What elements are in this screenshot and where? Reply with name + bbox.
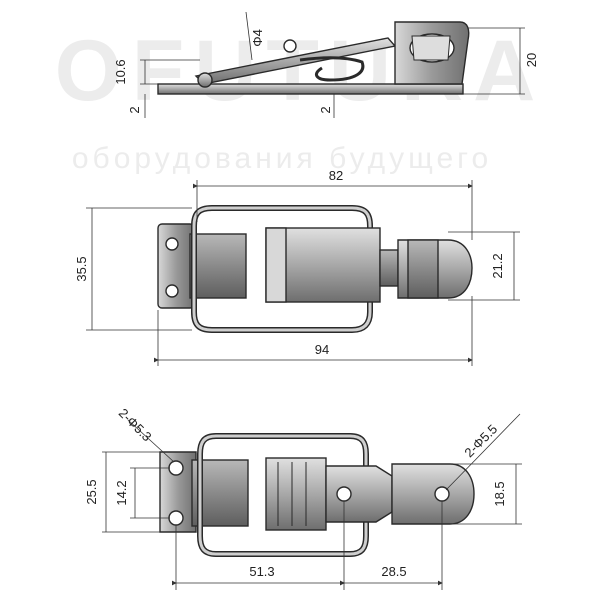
bottom-hole-upper <box>168 460 184 476</box>
dim-label-94: 94 <box>315 342 329 357</box>
bottom-lever-hole <box>336 486 352 502</box>
top-hinge-block <box>189 233 247 299</box>
side-lever-pivot <box>197 72 213 88</box>
bottom-lever-ribbed <box>265 457 327 531</box>
bottom-hole-lower <box>168 510 184 526</box>
watermark: OFUTURA оборудования будущего <box>55 23 545 175</box>
top-hole-upper <box>165 237 179 251</box>
side-base-plate <box>157 83 464 95</box>
dim-label-hole-left: 2-Φ5.3 <box>116 405 155 444</box>
dim-label-21-2: 21.2 <box>490 253 505 278</box>
dim-label-51-3: 51.3 <box>249 564 274 579</box>
dim-line-diameter <box>245 11 253 61</box>
side-view: Φ4 10.6 2 2 20 <box>113 11 539 118</box>
dim-label-35-5: 35.5 <box>74 256 89 281</box>
top-catch-inner <box>407 239 439 299</box>
dim-label-2-left: 2 <box>127 106 142 113</box>
top-catch-neck <box>379 249 399 287</box>
dim-label-20: 20 <box>524 53 539 67</box>
dim-label-25-5: 25.5 <box>84 479 99 504</box>
bottom-view: 2-Φ5.3 2-Φ5.5 25.5 14.2 18.5 51.3 28.5 <box>84 405 522 590</box>
dim-label-28-5: 28.5 <box>381 564 406 579</box>
top-view: 82 35.5 21.2 94 <box>74 168 520 366</box>
side-catch-inner <box>411 35 451 61</box>
dim-label-2-right: 2 <box>318 106 333 113</box>
side-wire-loop <box>299 56 365 82</box>
bottom-lever-plate <box>325 465 393 523</box>
dim-label-14-2: 14.2 <box>114 480 129 505</box>
watermark-brand: OFUTURA <box>55 23 545 119</box>
dim-label-18-5: 18.5 <box>492 481 507 506</box>
leader-hole-right <box>445 413 521 491</box>
watermark-tagline: оборудования будущего <box>72 142 492 175</box>
bottom-catch-plate <box>391 463 475 525</box>
leader-hole-left <box>127 419 175 463</box>
top-lever-end <box>265 227 287 303</box>
dim-label-10-6: 10.6 <box>113 59 128 84</box>
side-pin <box>283 39 297 53</box>
bottom-wire-loop-highlight <box>198 434 368 556</box>
top-hole-lower <box>165 284 179 298</box>
bottom-mount-plate <box>159 451 197 533</box>
dim-label-diameter: Φ4 <box>250 29 265 47</box>
dim-label-82: 82 <box>329 168 343 183</box>
top-wire-loop-highlight <box>192 206 372 332</box>
